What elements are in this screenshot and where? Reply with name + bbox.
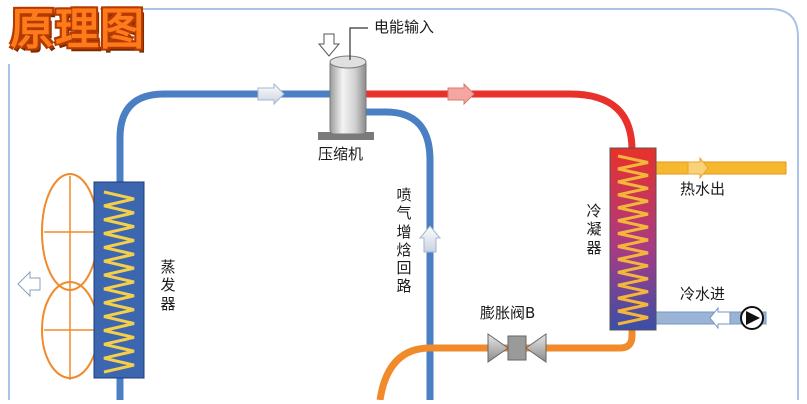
evaporator-coil <box>103 190 135 374</box>
compressor-top <box>329 55 367 69</box>
fan-icon <box>41 173 99 380</box>
flow-arrow-up-icon <box>418 225 442 253</box>
diagram-title: 原理图 <box>10 4 145 55</box>
liquid-pipe <box>376 330 636 401</box>
suction-pipe <box>116 90 330 182</box>
power-arrow-icon <box>317 33 341 57</box>
expansion-valve-body <box>507 335 527 361</box>
expansion-valve-icon-right <box>525 333 547 363</box>
cold-water-in-label: 冷水进 <box>680 285 726 303</box>
air-out-arrow-icon <box>17 270 41 298</box>
injection-loop-pipe <box>366 108 434 400</box>
power-input-label: 电能输入 <box>374 18 435 36</box>
evaporator-label: 蒸发器 <box>160 258 176 313</box>
expansion-valve-icon <box>487 333 509 363</box>
power-label-leader <box>349 27 368 60</box>
cold-water-arrow-icon <box>709 306 731 330</box>
frame-border <box>100 8 799 400</box>
hot-water-out-label: 热水出 <box>680 180 726 198</box>
discharge-pipe <box>366 90 636 151</box>
compressor-icon <box>329 59 367 135</box>
injection-loop-label: 喷气增焓回路 <box>396 186 412 296</box>
hot-water-pipe <box>655 161 787 175</box>
flow-arrow-right-icon <box>257 82 285 106</box>
condenser-label: 冷凝器 <box>586 202 602 257</box>
condenser-coil <box>617 154 649 326</box>
pump-arrow-icon <box>746 311 760 325</box>
hot-water-arrow-icon <box>687 156 709 180</box>
expansion-valve-label: 膨胀阀B <box>480 304 536 322</box>
compressor-label: 压缩机 <box>318 145 364 163</box>
flow-arrow-right-hot-icon <box>447 82 475 106</box>
compressor-base <box>318 132 374 140</box>
